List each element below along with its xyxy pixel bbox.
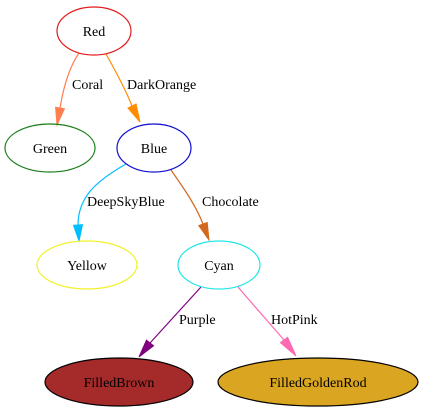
- node-shape-blue: [116, 123, 192, 173]
- edge-line-cyan-filledgoldenrod: [237, 286, 285, 341]
- edge-label-cyan-filledbrown: Purple: [179, 313, 216, 328]
- edge-arrowhead-cyan-filledbrown: [138, 339, 155, 358]
- node-label-blue: Blue: [141, 142, 167, 157]
- edge-cyan-filledgoldenrod: HotPink: [237, 286, 318, 357]
- edge-blue-cyan: Chocolate: [170, 169, 259, 242]
- node-shape-cyan: [177, 240, 261, 290]
- node-shape-filledgoldenrod: [217, 357, 419, 407]
- node-shape-red: [56, 6, 132, 56]
- node-label-filledgoldenrod: FilledGoldenRod: [269, 376, 366, 391]
- edge-arrowhead-blue-yellow: [72, 224, 84, 243]
- edge-line-cyan-filledbrown: [149, 286, 202, 344]
- node-label-yellow: Yellow: [67, 259, 108, 274]
- edge-arrowhead-red-green: [55, 106, 66, 127]
- node-shape-green: [4, 123, 96, 173]
- node-filledgoldenrod: FilledGoldenRod: [217, 357, 419, 407]
- edge-cyan-filledbrown: Purple: [138, 286, 216, 358]
- node-shape-yellow: [36, 240, 138, 290]
- edge-arrowhead-red-blue: [127, 103, 141, 123]
- edge-arrowhead-blue-cyan: [198, 221, 210, 242]
- node-label-green: Green: [33, 142, 67, 157]
- edge-red-green: Coral: [55, 52, 103, 127]
- node-cyan: Cyan: [177, 240, 261, 290]
- edge-line-blue-cyan: [170, 169, 204, 225]
- node-shape-filledbrown: [44, 357, 194, 407]
- edge-label-cyan-filledgoldenrod: HotPink: [271, 313, 318, 328]
- edge-red-blue: DarkOrange: [105, 53, 196, 123]
- edge-label-blue-cyan: Chocolate: [202, 195, 259, 210]
- node-yellow: Yellow: [36, 240, 138, 290]
- edge-arrowhead-cyan-filledgoldenrod: [279, 336, 297, 357]
- edge-label-blue-yellow: DeepSkyBlue: [87, 195, 165, 210]
- node-green: Green: [4, 123, 96, 173]
- edge-label-red-green: Coral: [72, 78, 103, 93]
- edge-line-blue-yellow: [77, 163, 127, 226]
- edge-line-red-blue: [105, 53, 133, 107]
- edge-label-red-blue: DarkOrange: [127, 78, 196, 93]
- node-label-filledbrown: FilledBrown: [84, 376, 155, 391]
- edge-blue-yellow: DeepSkyBlue: [72, 163, 165, 243]
- node-blue: Blue: [116, 123, 192, 173]
- node-label-red: Red: [83, 25, 106, 40]
- node-filledbrown: FilledBrown: [44, 357, 194, 407]
- edge-line-red-green: [59, 52, 80, 109]
- node-label-cyan: Cyan: [204, 259, 234, 274]
- node-red: Red: [56, 6, 132, 56]
